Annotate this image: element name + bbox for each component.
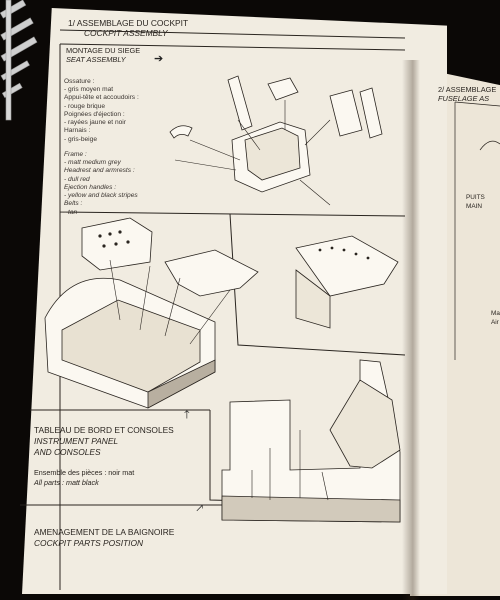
tub-subtitle: COCKPIT PARTS POSITION [34,538,144,548]
legend-line: - rouge brique [64,102,106,110]
step1-title: 1/ ASSEMBLAGE DU COCKPIT [68,18,189,28]
arrow-up-right-icon: 🡕 [196,503,204,515]
arrow-up-icon: 🡑 [184,409,190,421]
legend-line: - gris moyen mat [64,86,114,94]
legend-line: - dull red [64,175,90,183]
step2-subtitle: FUSELAGE AS [438,94,490,103]
right-frag-2: MAIN [466,203,482,210]
panel-title: TABLEAU DE BORD ET CONSOLES [34,425,174,435]
right-frag-4: Air [491,319,499,326]
arrow-right-icon: ➔ [154,53,164,65]
legend-line: - rayées jaune et noir [64,119,126,127]
legend-line: Appui-tête et accoudoirs : [64,94,139,102]
legend-line: - tan [64,208,78,216]
seat-title: MONTAGE DU SIEGE [66,46,141,55]
legend-line: - yellow and black stripes [64,192,138,200]
tub-title: AMENAGEMENT DE LA BAIGNOIRE [34,527,175,537]
legend-line: Harnais : [64,127,91,135]
seat-subtitle: SEAT ASSEMBLY [66,55,126,64]
step1-subtitle: COCKPIT ASSEMBLY [84,28,168,38]
step2-title: 2/ ASSEMBLAGE [438,85,497,94]
kit-sprue [0,0,38,121]
panel-note: Ensemble des pièces : noir mat [34,468,135,477]
panel-subtitle-1: INSTRUMENT PANEL [34,436,119,446]
right-frag-1: PUITS [466,194,485,201]
panel-note-en: All parts : matt black [34,478,99,487]
panel-subtitle-2: AND CONSOLES [34,447,101,457]
legend-line: Headrest and armrests : [64,167,135,175]
right-frag-3: Ma [491,310,500,317]
legend-line: Belts : [64,200,83,208]
legend-line: - matt medium grey [64,159,121,167]
legend-spacer [64,144,139,151]
seat-color-legend: Ossature : - gris moyen mat Appui-tête e… [64,78,139,217]
legend-line: Poignées d'éjection : [64,110,125,118]
page-gutter-shadow [402,60,420,600]
legend-line: Ossature : [64,78,95,85]
legend-line: - gris-beige [64,135,97,143]
legend-line: Ejection handles : [64,183,117,191]
legend-line: Frame : [64,150,87,158]
